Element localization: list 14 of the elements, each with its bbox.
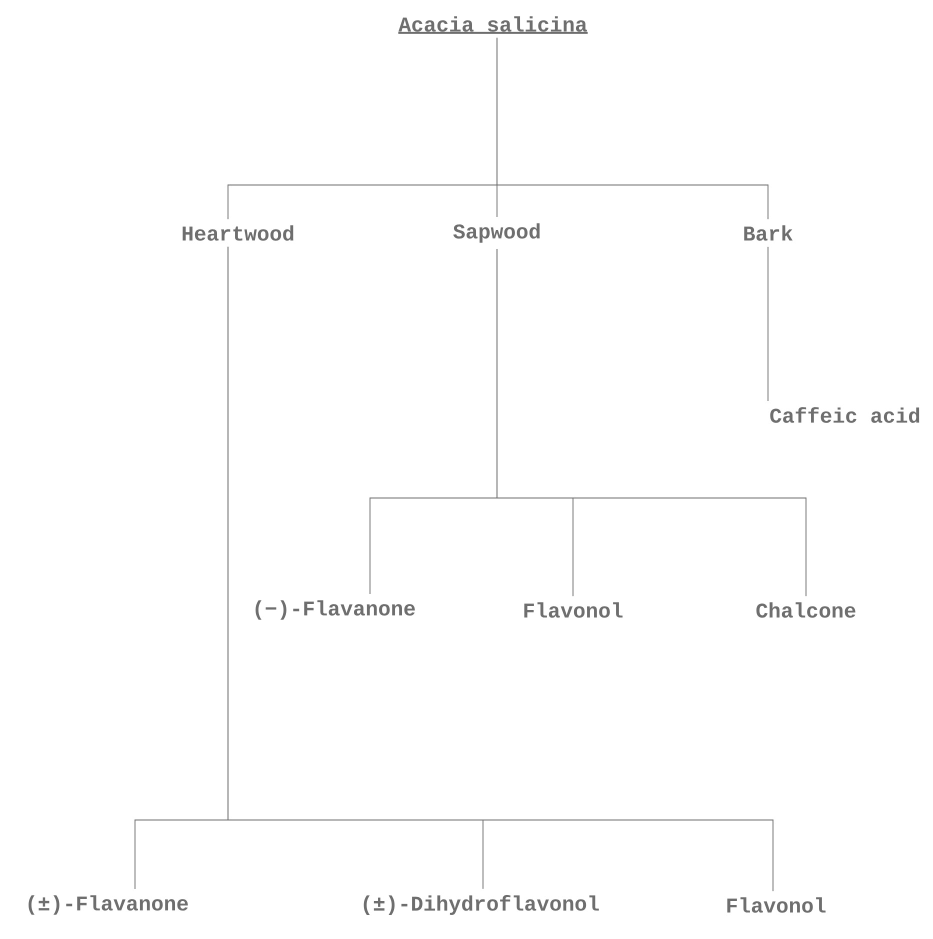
node-label: (±)-Flavanone	[28, 895, 188, 915]
node-label: (±)-Dihydroflavonol	[364, 895, 599, 915]
node-label: Sapwood	[453, 223, 540, 243]
node-label: Heartwood	[182, 225, 294, 241]
node-label: Flavonol	[727, 897, 826, 913]
node-label: (−)-Flavanone	[256, 600, 415, 620]
title-text: Acacia salicina	[398, 16, 588, 34]
connector-line	[496, 248, 806, 597]
node-label: Flavonol	[524, 602, 623, 618]
node-label: Chalcone	[756, 602, 856, 618]
node-label: Caffeic acid	[770, 407, 920, 423]
connector-line	[228, 246, 774, 892]
connector-line	[496, 37, 768, 220]
node-label: Bark	[744, 225, 793, 241]
